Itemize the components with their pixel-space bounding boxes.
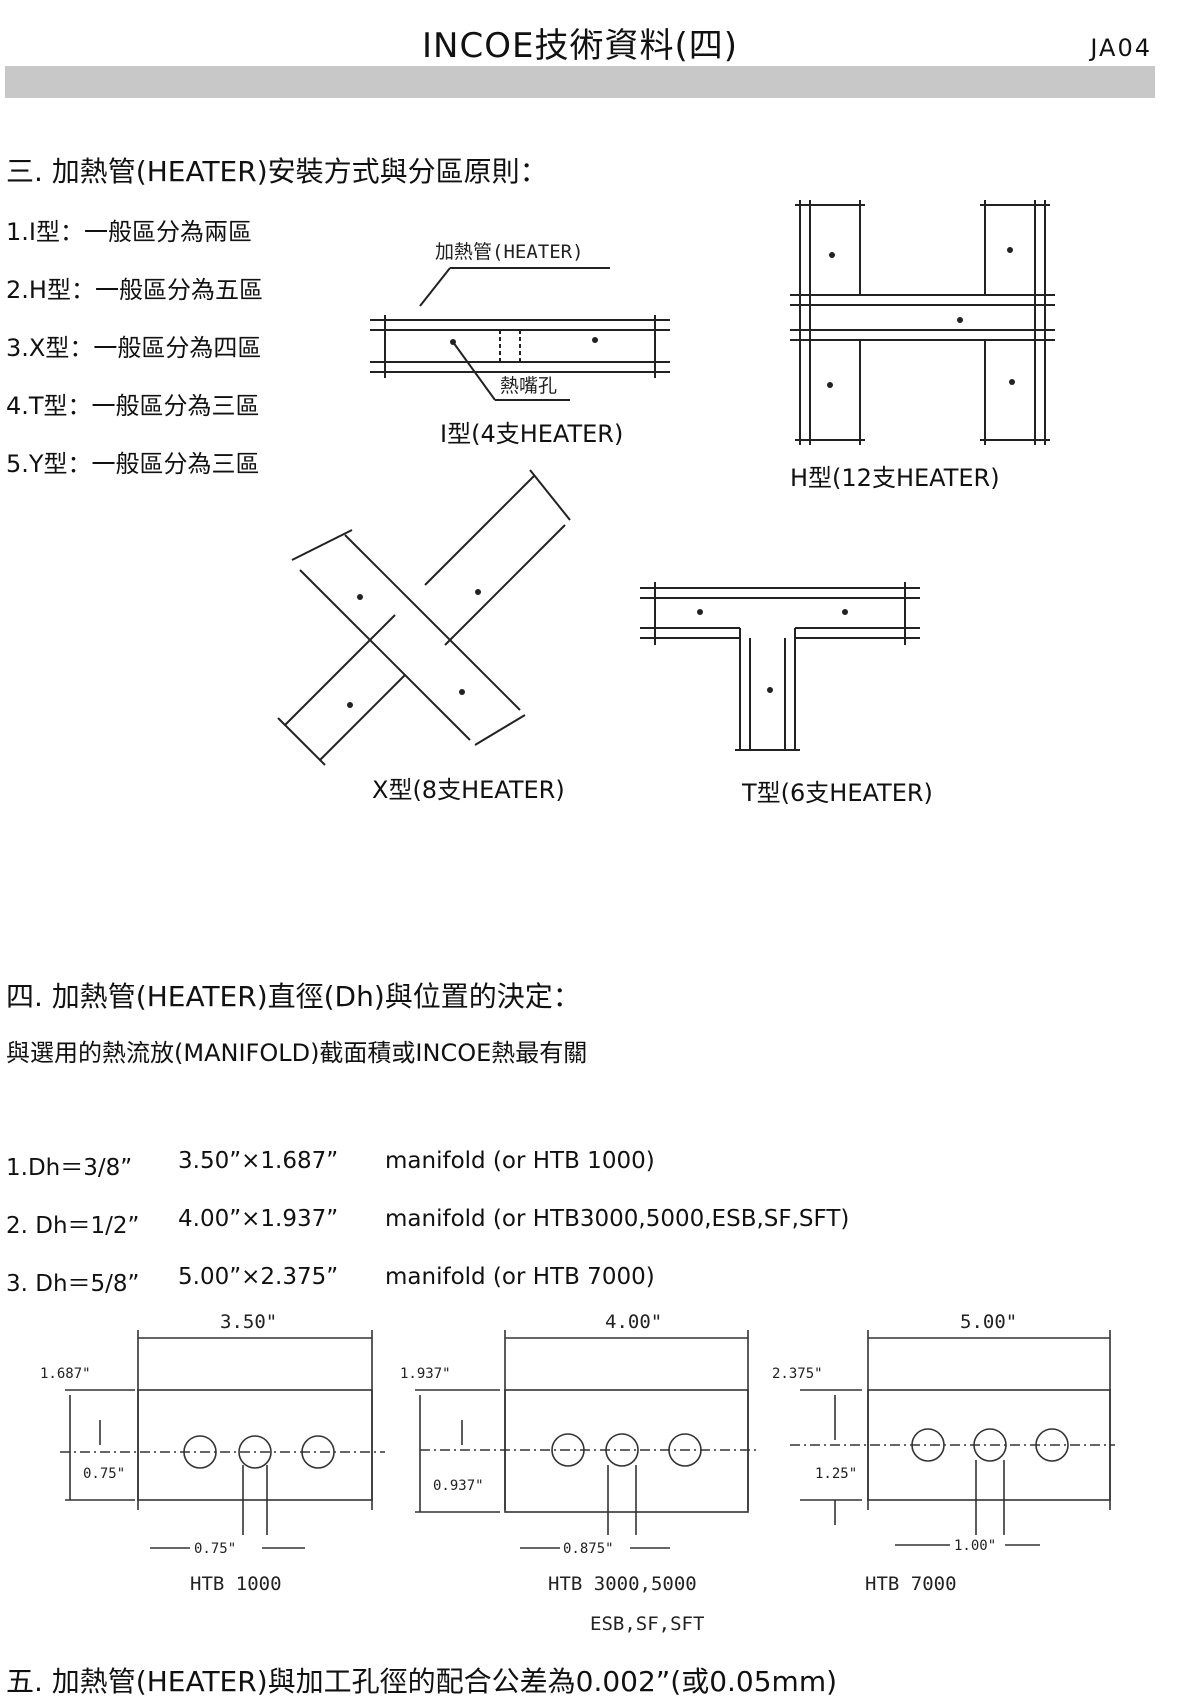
section4-heading: 四. 加熱管(HEATER)直徑(Dh)與位置的決定： [6, 980, 581, 1013]
nozzle-label: 熱嘴孔 [500, 375, 557, 397]
drawing-name-label: HTB 3000,5000 [548, 1573, 697, 1595]
t-type-diagram [640, 582, 920, 751]
spec-size: 4.00”×1.937” [178, 1206, 339, 1232]
document-code: JA04 [1090, 34, 1152, 62]
section4-intro: 與選用的熱流放(MANIFOLD)截面積或INCOE熱最有關 [6, 1039, 588, 1067]
h-type-diagram [790, 200, 1055, 445]
section5-heading: 五. 加熱管(HEATER)與加工孔徑的配合公差為0.002”(或0.05mm) [6, 1665, 838, 1698]
page-title: INCOE技術資料(四) [422, 26, 738, 66]
header-bar [5, 66, 1155, 98]
drawing-name-label: HTB 7000 [865, 1573, 957, 1595]
drawing-pitch-label: 0.75" [194, 1541, 236, 1557]
list-item: 3.X型：一般區分為四區 [6, 334, 262, 362]
spec-manifold: manifold (or HTB3000,5000,ESB,SF,SFT) [385, 1206, 850, 1232]
drawing-width-label: 4.00" [605, 1311, 662, 1333]
caption-x-type: X型(8支HEATER) [372, 776, 565, 804]
htb-1000-drawing [60, 1330, 385, 1549]
heater-label: 加熱管(HEATER) [435, 241, 584, 263]
list-item: 1.I型：一般區分為兩區 [6, 218, 252, 246]
drawing-width-label: 3.50" [220, 1311, 277, 1333]
drawing-offset-label: 1.25" [815, 1466, 857, 1482]
caption-i-type: I型(4支HEATER) [440, 420, 624, 448]
x-type-diagram [277, 469, 571, 766]
section3-heading: 三. 加熱管(HEATER)安裝方式與分區原則： [6, 155, 548, 188]
list-item: 5.Y型：一般區分為三區 [6, 450, 260, 478]
spec-dh: 3. Dh＝5/8” [6, 1271, 140, 1297]
caption-t-type: T型(6支HEATER) [742, 779, 933, 807]
htb-7000-drawing [790, 1330, 1115, 1546]
drawing-name-label-2: ESB,SF,SFT [590, 1613, 704, 1635]
spec-size: 3.50”×1.687” [178, 1148, 339, 1174]
heater-layout-diagrams: 加熱管(HEATER) 熱嘴孔 [277, 200, 1055, 766]
spec-manifold: manifold (or HTB 7000) [385, 1264, 655, 1290]
caption-h-type: H型(12支HEATER) [790, 464, 1000, 492]
list-item: 4.T型：一般區分為三區 [6, 392, 260, 420]
drawing-width-label: 5.00" [960, 1311, 1017, 1333]
drawing-pitch-label: 1.00" [954, 1538, 996, 1554]
spec-dh: 1.Dh＝3/8” [6, 1155, 133, 1181]
drawing-pitch-label: 0.875" [563, 1541, 614, 1557]
htb-3000-5000-drawing [415, 1330, 760, 1549]
drawing-height-label: 1.937" [400, 1366, 451, 1382]
spec-size: 5.00”×2.375” [178, 1264, 339, 1290]
spec-dh: 2. Dh＝1/2” [6, 1213, 140, 1239]
drawing-name-label: HTB 1000 [190, 1573, 282, 1595]
drawing-height-label: 1.687" [40, 1366, 91, 1382]
drawing-offset-label: 0.75" [83, 1466, 125, 1482]
i-type-diagram [370, 267, 670, 401]
spec-manifold: manifold (or HTB 1000) [385, 1148, 655, 1174]
drawing-offset-label: 0.937" [433, 1478, 484, 1494]
drawing-height-label: 2.375" [772, 1366, 823, 1382]
list-item: 2.H型：一般區分為五區 [6, 276, 263, 304]
